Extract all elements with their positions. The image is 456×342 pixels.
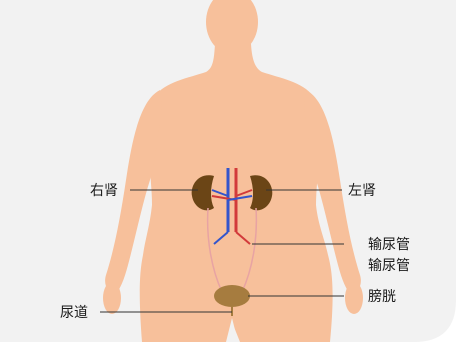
bladder bbox=[214, 285, 250, 307]
label-ureter-1: 输尿管 bbox=[368, 237, 410, 253]
label-right-kidney: 右肾 bbox=[90, 183, 118, 199]
label-left-kidney: 左肾 bbox=[348, 183, 376, 199]
label-urethra: 尿道 bbox=[60, 305, 88, 321]
label-bladder: 膀胱 bbox=[368, 288, 396, 305]
label-ureter-2: 输尿管 bbox=[368, 258, 410, 274]
